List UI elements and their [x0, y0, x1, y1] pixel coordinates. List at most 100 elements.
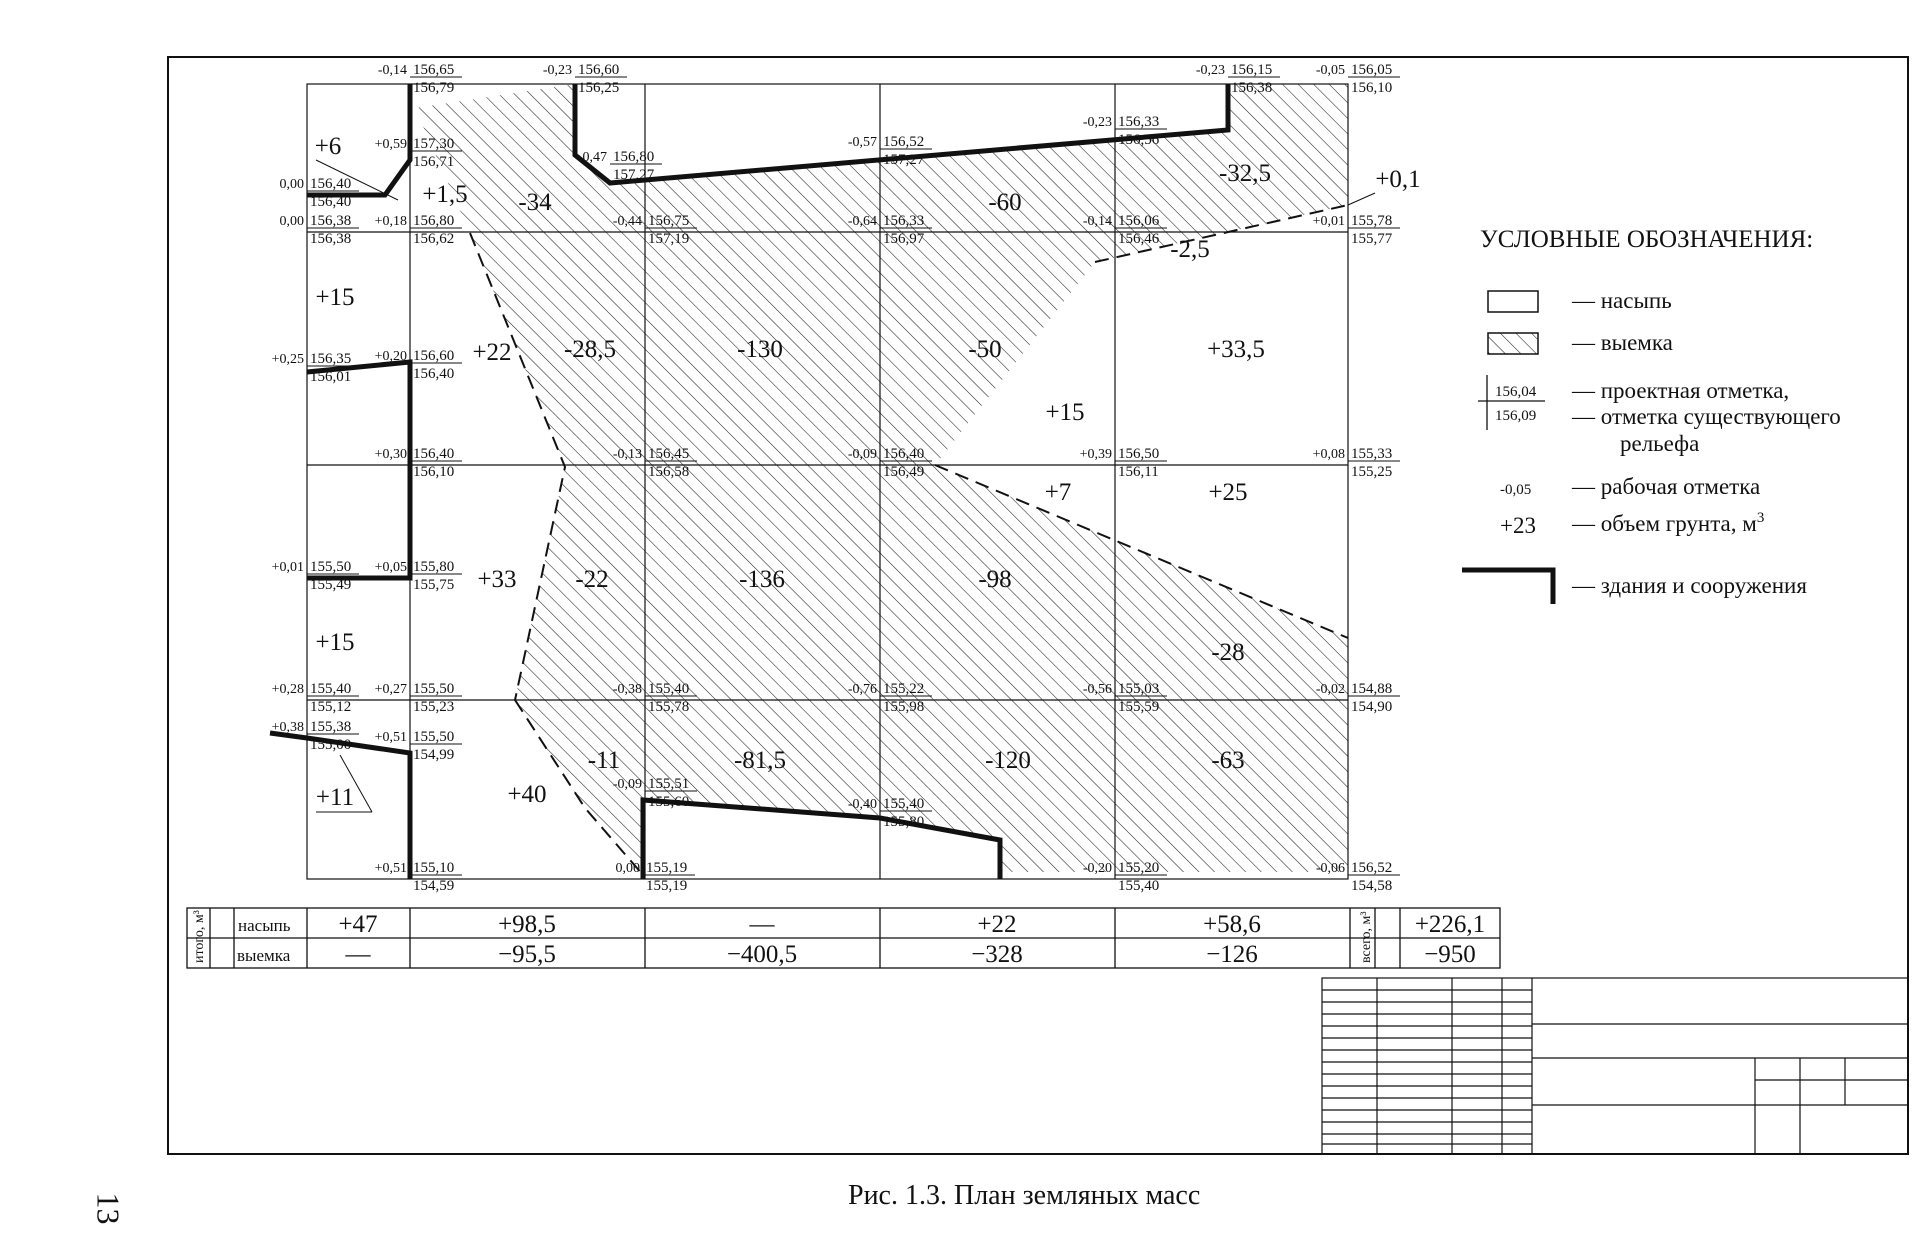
- existing-mark: 156,46: [1118, 231, 1160, 247]
- work-mark: +0,27: [375, 682, 407, 697]
- buildings: [269, 84, 1231, 879]
- design-mark: 156,75: [648, 213, 689, 229]
- work-mark: -0,14: [1083, 214, 1112, 229]
- design-mark: 154,88: [1351, 681, 1392, 697]
- existing-mark: 156,38: [1231, 80, 1272, 96]
- legend-design-text: — проектная отметка,: [1571, 378, 1789, 403]
- existing-mark: 155,12: [310, 699, 351, 715]
- existing-mark: 157,19: [648, 231, 689, 247]
- design-mark: 155,50: [310, 559, 351, 575]
- design-mark: 156,40: [883, 446, 924, 462]
- existing-mark: 156,79: [413, 80, 454, 96]
- legend-sample-work: -0,05: [1500, 482, 1531, 498]
- design-mark: 155,51: [648, 776, 689, 792]
- design-mark: 156,45: [648, 446, 689, 462]
- design-mark: 156,50: [1118, 446, 1159, 462]
- design-mark: 155,19: [646, 860, 687, 876]
- legend-volume-text: — объем грунта, м3: [1571, 510, 1764, 536]
- design-mark: 155,20: [1118, 860, 1159, 876]
- work-mark: -0,20: [1083, 861, 1112, 876]
- legend: УСЛОВНЫЕ ОБОЗНАЧЕНИЯ: — насыпь — выемка …: [1462, 226, 1841, 604]
- work-mark: +0,01: [272, 560, 304, 575]
- existing-mark: 155,19: [646, 878, 687, 894]
- work-mark: +0,30: [375, 447, 407, 462]
- summary-table: [186, 907, 1501, 969]
- design-mark: 156,15: [1231, 62, 1272, 78]
- design-mark: 156,06: [1118, 213, 1160, 229]
- volume-leader-line: [1347, 192, 1376, 206]
- work-mark: -0,06: [1316, 861, 1345, 876]
- work-mark: -0,05: [1316, 63, 1345, 78]
- work-mark: -0,02: [1316, 682, 1345, 697]
- existing-mark: 156,40: [310, 194, 351, 210]
- existing-mark: 155,59: [1118, 699, 1159, 715]
- volume-label: +33: [477, 566, 516, 593]
- design-mark: 156,52: [1351, 860, 1392, 876]
- existing-mark: 156,38: [310, 231, 351, 247]
- existing-mark: 156,56: [1118, 132, 1160, 148]
- summary-total-label: итого, м³: [192, 910, 207, 963]
- volume-label: -60: [988, 189, 1021, 216]
- work-mark: +0,51: [375, 861, 407, 876]
- work-mark: -0,64: [848, 214, 877, 229]
- legend-cut-text: — выемка: [1571, 330, 1673, 355]
- legend-work-text: — рабочая отметка: [1571, 474, 1760, 499]
- work-mark: -0,14: [378, 63, 407, 78]
- volume-label: -98: [978, 566, 1011, 593]
- legend-sample-volume: +23: [1500, 513, 1536, 538]
- existing-mark: 156,40: [413, 366, 454, 382]
- existing-mark: 154,99: [413, 747, 454, 763]
- page-number: 13: [90, 1192, 127, 1225]
- work-mark: 0,00: [280, 177, 305, 192]
- summary-row-fill-label: насыпь: [238, 916, 291, 935]
- work-mark: +0,59: [375, 137, 407, 152]
- volume-label: -11: [588, 747, 620, 774]
- volume-label: +0,1: [1375, 166, 1420, 193]
- work-mark: -0,09: [848, 447, 877, 462]
- existing-mark: 155,00: [310, 737, 351, 753]
- title-block: [1321, 977, 1909, 1155]
- design-mark: 156,65: [413, 62, 454, 78]
- work-mark: -0,23: [1083, 115, 1112, 130]
- design-mark: 156,60: [413, 348, 454, 364]
- design-mark: 155,78: [1351, 213, 1392, 229]
- existing-mark: 155,80: [883, 814, 924, 830]
- volume-label: -136: [739, 566, 785, 593]
- design-mark: 156,38: [310, 213, 351, 229]
- existing-mark: 156,58: [648, 464, 689, 480]
- existing-mark: 156,97: [883, 231, 925, 247]
- work-mark: -0,47: [578, 150, 607, 165]
- existing-mark: 155,77: [1351, 231, 1393, 247]
- volume-label: -120: [985, 747, 1031, 774]
- existing-mark: 156,10: [413, 464, 454, 480]
- work-mark: +0,38: [272, 720, 304, 735]
- work-mark: -0,40: [848, 797, 877, 812]
- volume-label: -130: [737, 336, 783, 363]
- design-mark: 155,40: [310, 681, 351, 697]
- work-mark: +0,18: [375, 214, 407, 229]
- legend-sample-design: 156,04: [1495, 384, 1537, 400]
- design-mark: 155,10: [413, 860, 454, 876]
- volume-label: +15: [1045, 399, 1084, 426]
- volume-label: -2,5: [1170, 236, 1210, 263]
- figure-caption: Рис. 1.3. План земляных масс: [848, 1180, 1201, 1211]
- existing-mark: 155,60: [648, 794, 689, 810]
- existing-mark: 156,01: [310, 369, 351, 385]
- volume-label: +6: [315, 133, 342, 160]
- design-mark: 156,33: [1118, 114, 1159, 130]
- zero-work-lines: [469, 204, 1349, 876]
- summary-fill-value: +47: [338, 911, 377, 938]
- work-mark: -0,76: [848, 682, 877, 697]
- work-mark: 0,00: [616, 861, 641, 876]
- summary-total-fill: +226,1: [1415, 911, 1485, 938]
- existing-mark: 156,11: [1118, 464, 1159, 480]
- existing-mark: 155,98: [883, 699, 924, 715]
- work-mark: 0,00: [280, 214, 305, 229]
- design-mark: 155,38: [310, 719, 351, 735]
- work-mark: -0,09: [613, 777, 642, 792]
- volume-label: +15: [315, 629, 354, 656]
- work-mark: -0,23: [543, 63, 572, 78]
- existing-mark: 154,90: [1351, 699, 1392, 715]
- design-mark: 156,80: [413, 213, 454, 229]
- legend-existing-text-1: — отметка существующего: [1571, 404, 1841, 429]
